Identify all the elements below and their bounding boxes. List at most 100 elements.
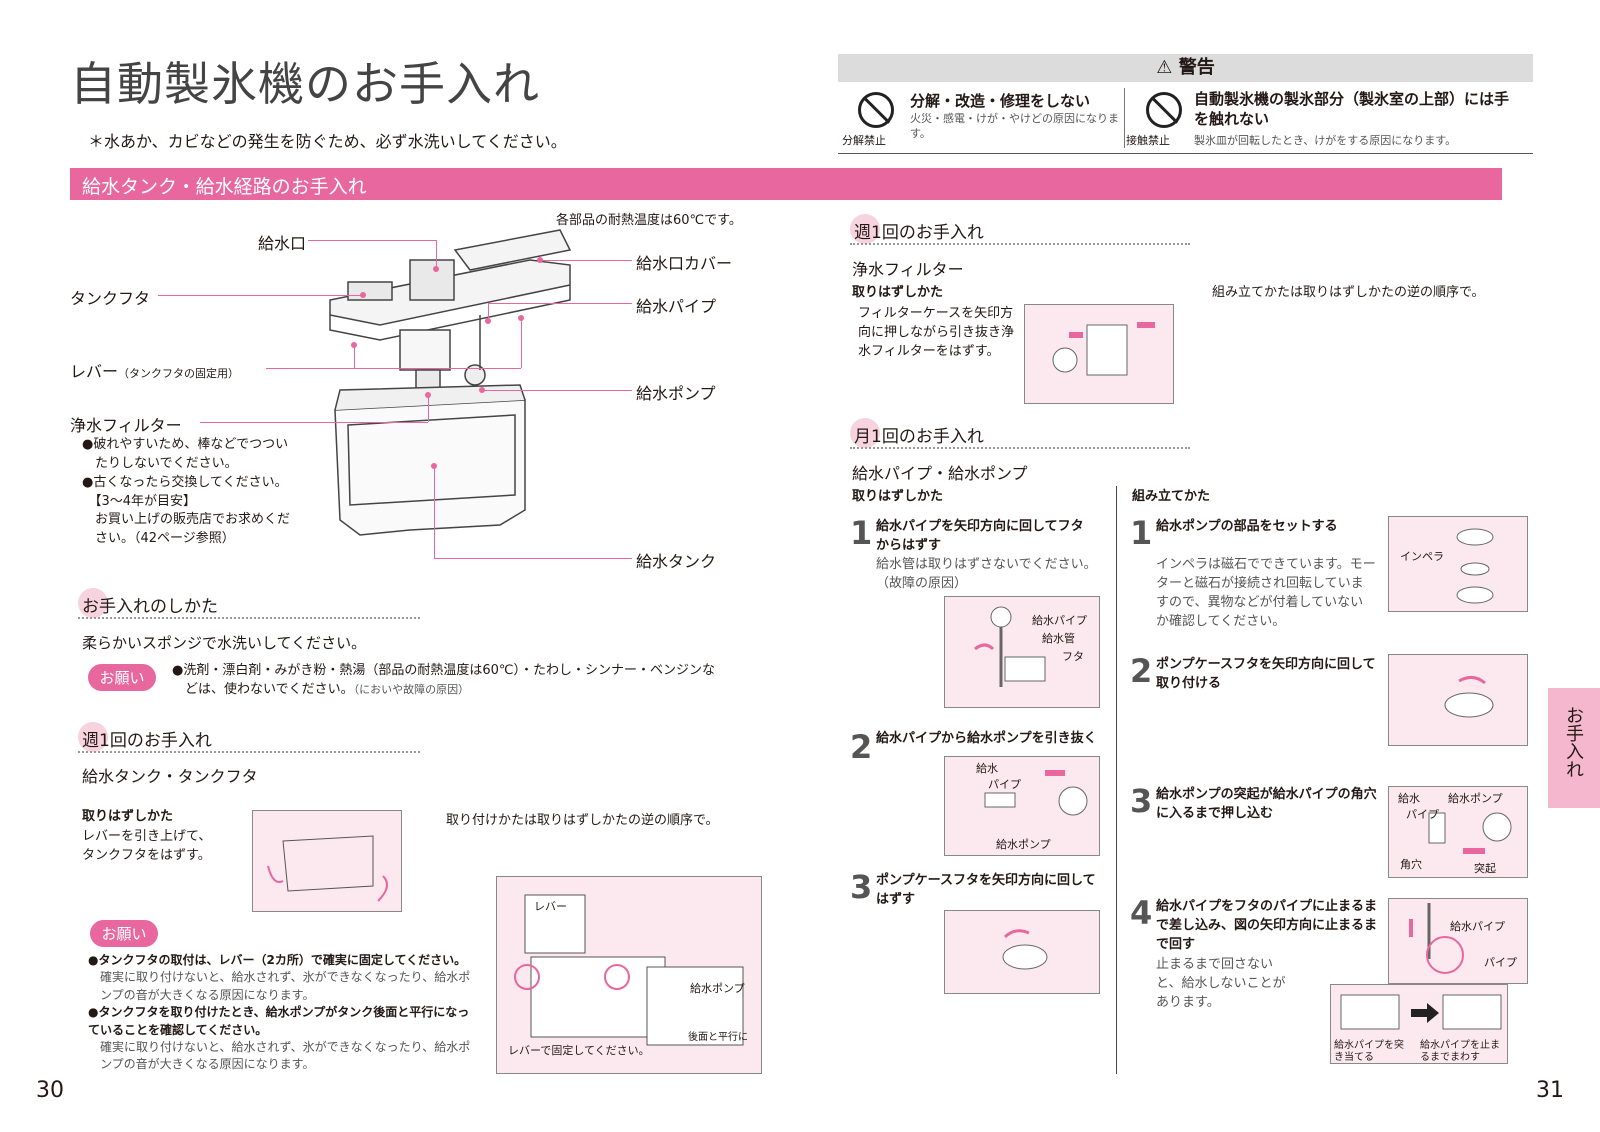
filter-notes: ●破れやすいため、棒などでつつい たりしないでください。 ●古くなったら交換して…: [82, 437, 291, 547]
tank-diagram: [329, 229, 572, 536]
pump-push-photo: [1388, 786, 1528, 878]
warning-box: ⚠ 警告 分解禁止 分解・改造・修理をしない 火災・感電・けが・やけどの原因にな…: [838, 54, 1533, 154]
pipe-insert-photo: [1388, 898, 1528, 984]
assemble-step-title: 給水ポンプの突起が給水パイプの角穴に入るまで押し込む: [1156, 787, 1377, 821]
warning-title: 自動製氷機の製氷部分（製氷室の上部）には手を触れない: [1194, 90, 1510, 128]
fig-lever-label: レバー: [534, 900, 567, 913]
filter-assemble: 組み立てかたは取りはずしかたの逆の順序で。: [1212, 285, 1485, 300]
fig-label: 給水パイプを止まるまでまわす: [1420, 1040, 1500, 1063]
fig-label: パイプ: [1484, 956, 1517, 969]
fig-label: パイプ: [1406, 808, 1439, 821]
fig-label: 給水: [976, 762, 998, 775]
pipe-turn-figure: [1330, 984, 1508, 1064]
filter-remove-text: フィルターケースを矢印方 向に押しながら引き抜き浄 水フィルターをはずす。: [858, 306, 1015, 359]
step-number: 3: [850, 868, 873, 906]
no-touch-icon: [1146, 92, 1182, 128]
warning-triangle-icon: ⚠: [1156, 57, 1173, 78]
impeller-photo: [1388, 516, 1528, 612]
assemble-step-title: 給水パイプをフタのパイプに止まるまで差し込み、図の矢印方向に止まるまで回す: [1156, 899, 1378, 952]
warning-header: ⚠ 警告: [838, 54, 1533, 82]
label-tankfuta: タンクフタ: [70, 289, 151, 308]
case-lid-remove-photo: [944, 910, 1100, 994]
section-dot: [78, 588, 108, 618]
step-number: 2: [1130, 652, 1153, 690]
assemble-step-note: 止まるまで回さないと、給水しないことがあります。: [1156, 957, 1286, 1010]
assemble-step-title: 給水ポンプの部品をセットする: [1156, 519, 1338, 534]
fig-label: インペラ: [1400, 550, 1444, 563]
fig-label: 給水管: [1042, 632, 1075, 645]
fig-caption: レバーで固定してください。: [508, 1044, 650, 1057]
warning-desc: 製氷皿が回転したとき、けがをする原因になります。: [1194, 134, 1457, 147]
care-heading: お手入れのしかた: [82, 597, 218, 617]
assemble-note: 取り付けかたは取りはずしかたの逆の順序で。: [446, 813, 719, 828]
warning-desc: 火災・感電・けが・やけどの原因になります。: [910, 112, 1119, 140]
fig-label: 給水パイプ: [1032, 614, 1087, 627]
pump-pull-photo: [944, 756, 1100, 856]
fig-label: 給水ポンプ: [1448, 792, 1503, 805]
fig-label: 給水パイプ: [1450, 920, 1505, 933]
section-dot: [850, 214, 880, 244]
fig-parallel-label: 後面と平行に: [688, 1032, 748, 1043]
assemble-step-title: ポンプケースフタを矢印方向に回して取り付ける: [1156, 657, 1376, 691]
pipe-remove-photo: [944, 596, 1100, 708]
warning-icon-caption: 接触禁止: [1126, 134, 1170, 147]
section-dot: [850, 418, 880, 448]
care-note: ●洗剤・漂白剤・みがき粉・熱湯（部品の耐熱温度は60℃）・たわし・シンナー・ベン…: [172, 663, 715, 697]
fig-pump-label: 給水ポンプ: [690, 982, 745, 995]
fig-label: 給水: [1398, 792, 1420, 805]
no-disassembly-icon: [858, 92, 894, 128]
warning-icon-caption: 分解禁止: [842, 134, 886, 147]
column-divider: [1116, 486, 1117, 1074]
monthly-remove-head: 取りはずしかた: [852, 489, 944, 504]
case-lid-attach-photo: [1388, 654, 1528, 746]
step-number: 2: [850, 728, 873, 766]
section-dot: [78, 722, 108, 752]
monthly-heading: 月1回のお手入れ: [854, 427, 984, 447]
warning-heading: 警告: [1178, 57, 1215, 78]
tank-lid-photo: [252, 810, 402, 912]
remove-text: レバーを引き上げて、 タンクフタをはずす。: [82, 829, 212, 863]
remove-head: 取りはずしかた: [82, 809, 174, 824]
assemble-step-note: インペラは磁石でできています。モーターと磁石が接続され回転していますので、異物な…: [1156, 557, 1376, 629]
request-badge: お願い: [90, 920, 158, 947]
fig-label: 給水パイプを突き当てる: [1334, 1040, 1404, 1063]
page-number-left: 30: [36, 1078, 64, 1103]
weekly-right-sub: 浄水フィルター: [852, 260, 964, 279]
weekly-left-notes: ●タンクフタの取付は、レバー（2カ所）で確実に固定してください。 確実に取り付け…: [88, 953, 471, 1072]
page-title: 自動製氷機のお手入れ: [70, 57, 540, 111]
remove-step-title: 給水パイプを矢印方向に回してフタからはずす: [876, 519, 1084, 553]
care-text: 柔らかいスポンジで水洗いしてください。: [82, 634, 367, 652]
label-tank: 給水タンク: [636, 552, 717, 571]
step-number: 1: [1130, 514, 1153, 552]
fig-label: フタ: [1062, 650, 1084, 663]
fig-label: 角穴: [1400, 858, 1422, 871]
label-pipe: 給水パイプ: [636, 297, 717, 316]
remove-head: 取りはずしかた: [852, 285, 944, 300]
step-number: 1: [850, 514, 873, 552]
remove-step-title: ポンプケースフタを矢印方向に回してはずす: [876, 873, 1096, 907]
label-pump: 給水ポンプ: [636, 384, 716, 403]
fig-label: パイプ: [988, 778, 1021, 791]
remove-step-note: 給水管は取りはずさないでください。（故障の原因）: [876, 557, 1097, 591]
weekly-right-heading: 週1回のお手入れ: [854, 223, 984, 243]
request-badge: お願い: [88, 664, 156, 691]
section-bar: 給水タンク・給水経路のお手入れ: [70, 168, 1502, 200]
weekly-left-heading: 週1回のお手入れ: [82, 731, 212, 751]
fig-label: 突起: [1474, 862, 1496, 875]
label-kyusuiguchi: 給水口: [258, 234, 307, 253]
remove-step-title: 給水パイプから給水ポンプを引き抜く: [876, 731, 1097, 746]
lead-text: ＊水あか、カビなどの発生を防ぐため、必ず水洗いしてください。: [88, 132, 567, 151]
lever-fix-figure: [496, 876, 762, 1074]
label-lever: レバー（タンクフタの固定用）: [70, 362, 240, 381]
filter-photo: [1024, 304, 1174, 404]
warning-title: 分解・改造・修理をしない: [910, 92, 1091, 110]
step-number: 3: [1130, 782, 1153, 820]
monthly-sub: 給水パイプ・給水ポンプ: [852, 464, 1028, 483]
heat-note: 各部品の耐熱温度は60℃です。: [556, 213, 742, 228]
step-number: 4: [1130, 894, 1153, 932]
page-number-right: 31: [1536, 1078, 1564, 1103]
label-cover: 給水口カバー: [636, 254, 733, 273]
weekly-left-sub: 給水タンク・タンクフタ: [82, 767, 258, 786]
side-tab: お手入れ: [1548, 688, 1600, 808]
monthly-assemble-head: 組み立てかた: [1132, 489, 1211, 504]
